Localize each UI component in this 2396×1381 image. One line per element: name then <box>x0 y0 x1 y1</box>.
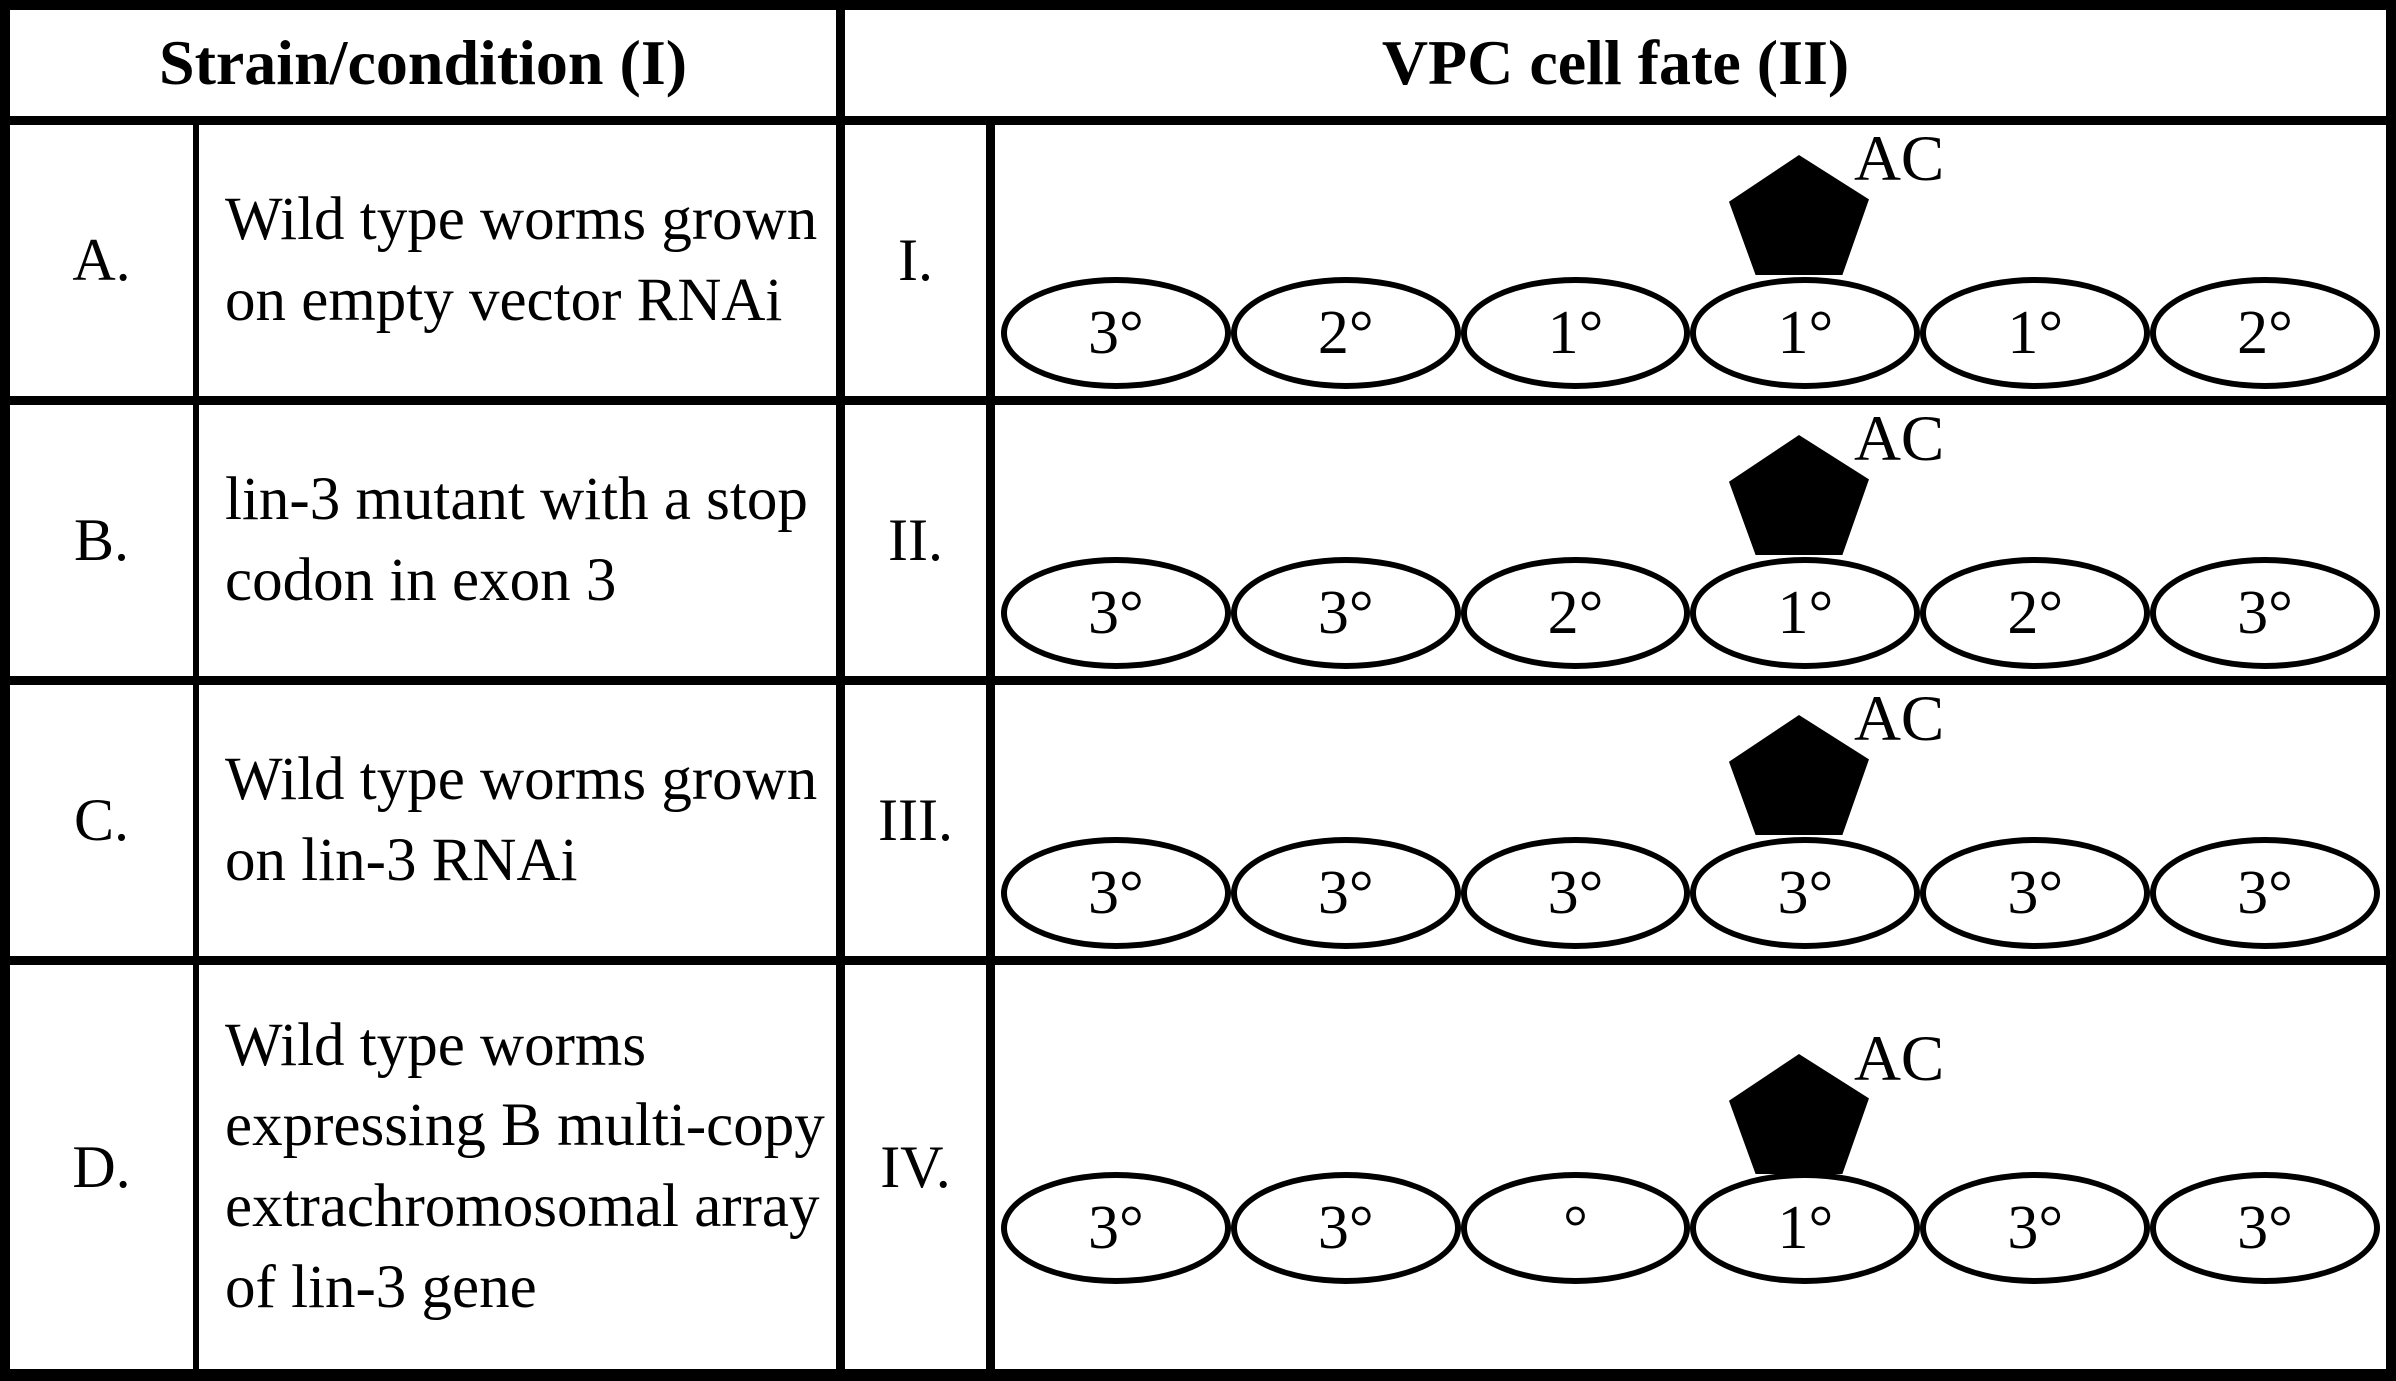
vpc-cell-fate: 1° <box>1920 277 2151 389</box>
vpc-row: 3° 2° 1° 1° 1° 2° <box>1001 277 2380 389</box>
vpc-row: 3° 3° 3° 3° 3° 3° <box>1001 837 2380 949</box>
row-c-vpc-diagram: AC 3° 3° 3° 3° 3° 3° <box>995 685 2386 965</box>
row-d-numeral: IV. <box>845 965 995 1369</box>
header-strain-condition: Strain/condition (I) <box>10 10 845 125</box>
row-c-condition: Wild type worms grown on lin-3 RNAi <box>199 685 845 965</box>
vpc-cell-fate: 3° <box>1001 277 1231 389</box>
vpc-cell-fate: 2° <box>1920 557 2151 669</box>
vpc-cell-fate: 3° <box>2150 837 2380 949</box>
vpc-cell-fate: 1° <box>1690 277 1921 389</box>
vpc-cell-fate: 3° <box>1920 837 2151 949</box>
row-b-letter: B. <box>10 405 199 685</box>
anchor-cell-label: AC <box>1853 683 1945 755</box>
row-c-letter: C. <box>10 685 199 965</box>
vpc-cell-fate: 2° <box>1230 277 1461 389</box>
row-a-letter: A. <box>10 125 199 405</box>
vpc-row: 3° 3° ° 1° 3° 3° <box>1001 1172 2380 1284</box>
row-a-condition: Wild type worms grown on empty vector RN… <box>199 125 845 405</box>
row-b-numeral: II. <box>845 405 995 685</box>
vpc-cell-fate: 3° <box>2150 1172 2380 1284</box>
anchor-cell-pentagon-icon <box>1728 1054 1869 1174</box>
vpc-cell-fate: 3° <box>1001 557 1231 669</box>
vpc-cell-fate: 1° <box>1690 557 1921 669</box>
anchor-cell-label: AC <box>1853 1023 1945 1095</box>
anchor-cell-label: AC <box>1853 403 1945 475</box>
anchor-cell-pentagon-icon <box>1728 435 1869 555</box>
row-d-condition: Wild type worms expressing B multi-copy … <box>199 965 845 1369</box>
vpc-cell-fate: ° <box>1460 1172 1691 1284</box>
row-c-numeral: III. <box>845 685 995 965</box>
vpc-cell-fate: 3° <box>1920 1172 2151 1284</box>
vpc-cell-fate: 3° <box>1230 1172 1461 1284</box>
vpc-cell-fate: 3° <box>1690 837 1921 949</box>
vpc-cell-fate: 3° <box>1230 837 1461 949</box>
vpc-row: 3° 3° 2° 1° 2° 3° <box>1001 557 2380 669</box>
vpc-cell-fate: 3° <box>2150 557 2380 669</box>
vpc-cell-fate: 3° <box>1001 837 1231 949</box>
row-b-condition: lin-3 mutant with a stop codon in exon 3 <box>199 405 845 685</box>
row-d-letter: D. <box>10 965 199 1369</box>
header-vpc-cell-fate: VPC cell fate (II) <box>845 10 2386 125</box>
vpc-cell-fate: 2° <box>2150 277 2380 389</box>
anchor-cell-pentagon-icon <box>1728 155 1869 275</box>
row-b-vpc-diagram: AC 3° 3° 2° 1° 2° 3° <box>995 405 2386 685</box>
anchor-cell-label: AC <box>1853 123 1945 195</box>
vpc-cell-fate: 1° <box>1460 277 1691 389</box>
row-d-vpc-diagram: AC 3° 3° ° 1° 3° 3° <box>995 965 2386 1369</box>
vpc-cell-fate: 3° <box>1230 557 1461 669</box>
vpc-cell-fate: 3° <box>1001 1172 1231 1284</box>
vpc-cell-fate: 3° <box>1460 837 1691 949</box>
anchor-cell-pentagon-icon <box>1728 715 1869 835</box>
row-a-numeral: I. <box>845 125 995 405</box>
vpc-cell-fate: 1° <box>1690 1172 1921 1284</box>
row-a-vpc-diagram: AC 3° 2° 1° 1° 1° 2° <box>995 125 2386 405</box>
vpc-cell-fate: 2° <box>1460 557 1691 669</box>
